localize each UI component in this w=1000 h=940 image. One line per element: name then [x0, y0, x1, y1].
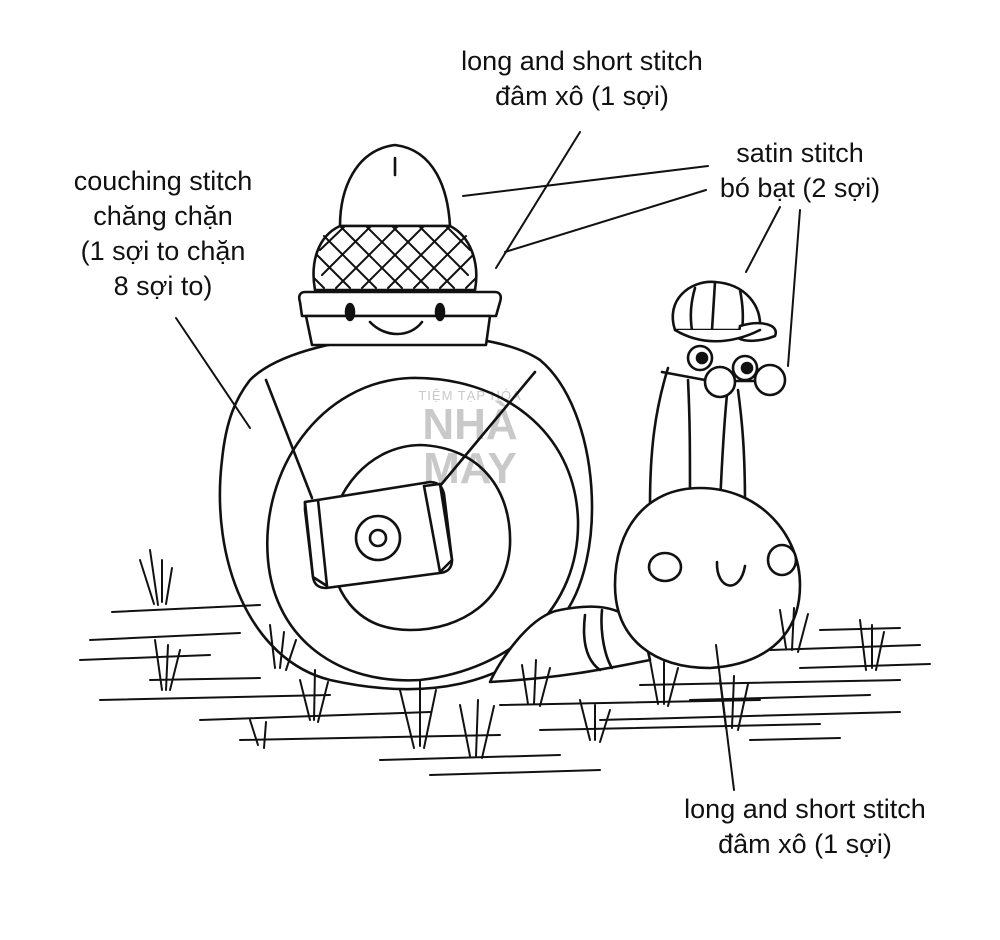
label-top-line-2: đâm xô (1 sợi) — [495, 81, 669, 111]
snail-stalk-right — [718, 383, 747, 507]
snail-cheek-right — [766, 543, 798, 577]
leader-satin-to-glasses — [787, 209, 801, 367]
leader-bottom — [715, 644, 735, 791]
cap-band — [673, 328, 762, 343]
acorn-eye-left — [344, 302, 356, 322]
snail-neck-left — [582, 613, 602, 672]
snail-stalk-left — [648, 366, 692, 507]
cap-dome — [671, 280, 762, 332]
snail-body — [488, 366, 802, 684]
bag-strap-right — [438, 370, 537, 488]
label-top-line-1: long and short stitch — [461, 46, 703, 76]
acorn-eye-right — [434, 302, 446, 322]
acorn-character — [297, 143, 503, 347]
label-satin-line-1: satin stitch — [736, 138, 864, 168]
camera-bag — [303, 480, 454, 590]
glasses-right-lens — [753, 363, 787, 397]
snail-pupil-right — [740, 361, 754, 375]
snail-eyes — [686, 344, 759, 382]
watermark-line-2: NHÀ — [422, 400, 518, 449]
leader-satin-to-nut — [462, 165, 709, 197]
label-bottom-line-2: đâm xô (1 sợi) — [718, 829, 892, 859]
snail-cap — [671, 280, 778, 343]
snail-neck-right — [600, 608, 614, 670]
bag-strap-left — [264, 378, 314, 500]
acorn-face-brim — [297, 290, 503, 318]
camera-side-right — [422, 482, 454, 574]
glasses-left-lens — [703, 365, 737, 399]
leader-top — [495, 131, 581, 269]
acorn-smile — [368, 320, 424, 336]
label-couching-stitch: couching stitch chăng chặn (1 sợi to chặ… — [58, 164, 268, 304]
acorn-cup-pattern — [313, 225, 477, 289]
snail-head — [613, 486, 802, 670]
label-couching-line-2: chăng chặn — [93, 201, 233, 231]
leader-lines — [175, 131, 801, 791]
watermark-line-1: TIỆM TẠP HÓA — [418, 388, 522, 403]
camera-lens-inner — [368, 528, 388, 548]
camera-side-left — [303, 498, 329, 588]
leader-satin-to-cap — [745, 206, 781, 273]
snail-cheek-left — [647, 551, 683, 583]
grass-ground — [79, 549, 931, 776]
glasses-arm — [660, 370, 707, 382]
snail-pupil-left — [695, 351, 709, 365]
label-couching-line-4: 8 sợi to) — [113, 271, 213, 301]
label-satin-stitch: satin stitch bó bạt (2 sợi) — [700, 136, 900, 206]
snail-glasses — [660, 363, 787, 399]
leader-couching — [175, 317, 251, 429]
label-couching-line-3: (1 sợi to chặn — [80, 236, 246, 266]
label-bottom-long-short-stitch: long and short stitch đâm xô (1 sợi) — [655, 792, 955, 862]
label-satin-line-2: bó bạt (2 sợi) — [719, 173, 881, 203]
leader-satin-to-cup — [504, 189, 707, 253]
acorn-nut-top — [338, 143, 452, 228]
label-bottom-line-1: long and short stitch — [684, 794, 926, 824]
label-couching-line-1: couching stitch — [73, 166, 253, 196]
snail-mouth — [715, 560, 747, 587]
label-top-long-short-stitch: long and short stitch đâm xô (1 sợi) — [432, 44, 732, 114]
